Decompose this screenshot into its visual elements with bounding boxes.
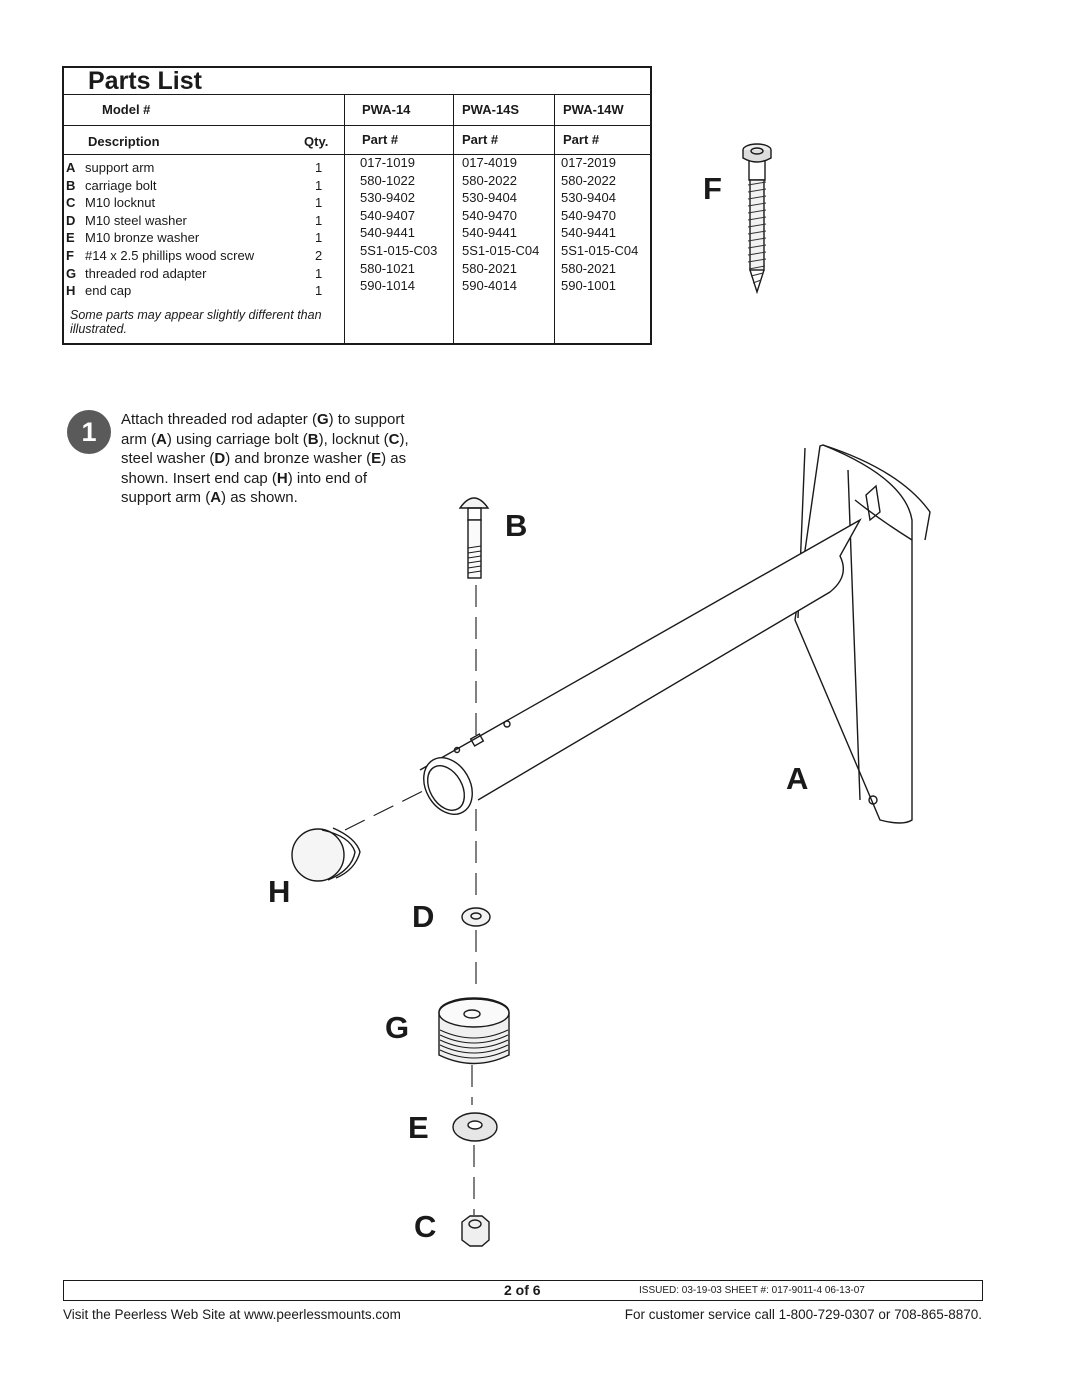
qty-value: 1 (315, 283, 323, 299)
part-number: 580-2022 (462, 172, 517, 188)
part-number: 5S1-015-C04 (462, 242, 540, 258)
part-number: 017-2019 (561, 155, 616, 170)
divider (344, 94, 345, 345)
part-header: Part # (362, 132, 399, 147)
part-number: 580-1021 (360, 260, 415, 276)
label-h: H (268, 874, 291, 909)
description-header: Description (88, 134, 160, 149)
part-number: 540-9441 (561, 225, 616, 241)
part-number: 530-9404 (561, 190, 616, 206)
part-number: 540-9441 (360, 225, 415, 241)
part-column-pwa-14w: 017-2019 580-2022 530-9404 540-9470 540-… (561, 154, 638, 295)
part-column-pwa-14s: 017-4019 580-2022 530-9404 540-9470 540-… (462, 154, 539, 295)
label-c: C (414, 1209, 437, 1244)
steel-washer-illustration (461, 907, 491, 927)
part-column-pwa-14: 017-1019 580-1022 530-9402 540-9407 540-… (360, 154, 437, 295)
part-number: 590-4014 (462, 278, 517, 294)
part-number: 540-9407 (360, 207, 415, 223)
part-number: 017-1019 (360, 155, 415, 170)
qty-value: 1 (315, 177, 323, 193)
issued-info: ISSUED: 03-19-03 SHEET #: 017-9011-4 06-… (639, 1285, 865, 1296)
part-number: 530-9404 (462, 190, 517, 206)
part-number: 5S1-015-C04 (561, 242, 639, 258)
screw-threads (747, 181, 767, 284)
qty-value: 1 (315, 195, 323, 211)
part-number: 540-9470 (462, 207, 517, 223)
assembly-axis-lines (344, 585, 477, 1215)
step-number-badge: 1 (67, 410, 111, 454)
label-g: G (385, 1010, 410, 1045)
model-pwa-14w: PWA-14W (563, 102, 624, 117)
part-number: 540-9470 (561, 207, 616, 223)
divider (554, 94, 555, 345)
part-number: 540-9441 (462, 225, 517, 241)
carriage-bolt-illustration (458, 497, 490, 579)
qty-column: 1 1 1 1 1 2 1 1 (315, 159, 322, 300)
divider (64, 94, 650, 95)
support-arm-illustration (419, 444, 931, 824)
label-f: F (703, 171, 722, 206)
qty-value: 2 (315, 247, 323, 263)
part-number: 580-1022 (360, 172, 415, 188)
parts-list-table: Parts List Model # PWA-14 PWA-14S PWA-14… (62, 66, 652, 345)
qty-value: 1 (315, 160, 323, 175)
qty-header: Qty. (304, 134, 329, 149)
part-number: 580-2022 (561, 172, 616, 188)
qty-value: 1 (315, 265, 323, 281)
part-number: 590-1014 (360, 278, 415, 294)
label-a: A (786, 761, 809, 796)
table-row: F#14 x 2.5 phillips wood screw (66, 247, 255, 263)
end-cap-illustration (291, 827, 361, 882)
part-header: Part # (462, 132, 499, 147)
divider (64, 154, 650, 155)
model-pwa-14: PWA-14 (362, 102, 411, 117)
divider (453, 94, 454, 345)
qty-value: 1 (315, 212, 323, 228)
part-number: 580-2021 (561, 260, 616, 276)
model-pwa-14s: PWA-14S (462, 102, 520, 117)
label-b: B (505, 508, 528, 543)
adapter-threads (439, 1029, 509, 1059)
part-number: 017-4019 (462, 155, 517, 170)
model-header: Model # (102, 102, 151, 117)
part-number: 5S1-015-C03 (360, 242, 438, 258)
part-number: 580-2021 (462, 260, 517, 276)
parts-list-title: Parts List (88, 67, 202, 95)
customer-service-note: For customer service call 1-800-729-0307… (624, 1307, 982, 1322)
page-number: 2 of 6 (504, 1282, 541, 1298)
label-e: E (408, 1110, 429, 1145)
divider (64, 125, 650, 126)
bolt-threads (467, 545, 482, 574)
label-d: D (412, 899, 435, 934)
locknut-illustration (461, 1215, 490, 1247)
website-note: Visit the Peerless Web Site at www.peerl… (63, 1307, 401, 1322)
part-number: 590-1001 (561, 278, 616, 294)
footer-bar: 2 of 6 ISSUED: 03-19-03 SHEET #: 017-901… (63, 1280, 983, 1301)
step-instruction: Attach threaded rod adapter (G) to suppo… (121, 411, 409, 506)
part-header: Part # (563, 132, 600, 147)
bronze-washer-illustration (452, 1112, 498, 1142)
qty-value: 1 (315, 230, 323, 246)
part-number: 530-9402 (360, 190, 415, 206)
parts-note: Some parts may appear slightly different… (70, 308, 322, 336)
